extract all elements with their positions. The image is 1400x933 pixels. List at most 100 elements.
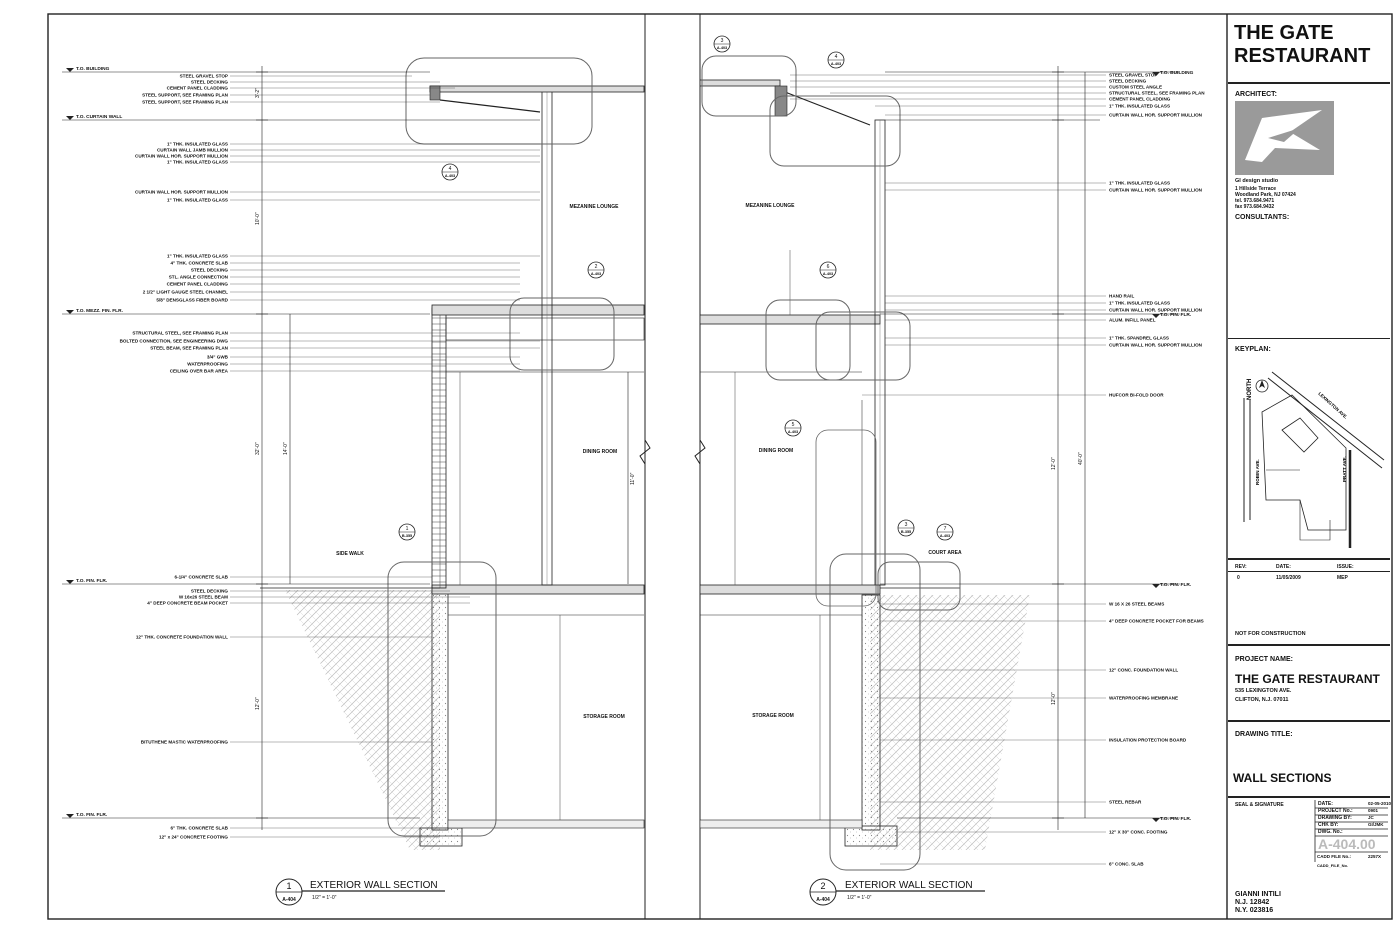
keyplan-street-1: LEXINGTON AVE. — [1317, 391, 1348, 420]
studio-address-1: 1 Hillside Terrace — [1235, 186, 1277, 192]
left-ground-slab — [431, 584, 645, 595]
right-dimension-labels: 40'-0" 12'-0" 12'-0" — [1051, 452, 1084, 705]
keyplan-building — [1281, 417, 1319, 453]
note-right-7: 1" THK. INSULATED GLASS — [1109, 181, 1170, 186]
right-ground-slab — [699, 584, 881, 595]
cadd-file-value: 2257X — [1368, 854, 1382, 859]
detail-tag-ref-3: A-403 — [717, 46, 727, 50]
level-marker-left-3 — [66, 580, 74, 584]
level-marker-right-2 — [1152, 584, 1160, 588]
keyplan-map: NORTH LEXINGTON AVE. ROBIN AVE. PRATT AV… — [1231, 357, 1385, 551]
studio-fax: fax 973.684.9432 — [1235, 204, 1275, 210]
project-title-line-1: THE GATE — [1234, 22, 1334, 44]
note-left-20: STEEL BEAM, SEE FRAMING PLAN — [150, 346, 228, 351]
room-dining-right: DINING ROOM — [759, 448, 793, 454]
signer-name: GIANNI INTILI — [1235, 891, 1281, 898]
cadd-file-sub: CADD_FILE_No. — [1317, 863, 1349, 868]
note-right-18: 12" CONC. FOUNDATION WALL — [1109, 668, 1178, 673]
level-left-3: T.O. FIN. FLR. — [76, 578, 107, 584]
project-name-label: PROJECT NAME: — [1235, 656, 1293, 663]
level-marker-left-1 — [66, 116, 74, 120]
sheet-border — [47, 13, 1393, 920]
keyplan-street-lexington — [1271, 371, 1385, 461]
note-right-2: CUSTOM STEEL ANGLE — [1109, 85, 1162, 90]
room-court: COURT AREA — [928, 550, 962, 556]
room-sidewalk: SIDE WALK — [336, 551, 364, 557]
detail-tag-number-5: 6 — [827, 264, 830, 270]
right-dim-1: 12'-0" — [1051, 457, 1057, 470]
right-detail-bubble-mezz-a — [765, 299, 851, 381]
detail-tag-ref-7: B-355 — [901, 530, 911, 534]
tb-divider — [1228, 82, 1390, 84]
note-right-5: 1" THK. INSULATED GLASS — [1109, 104, 1170, 109]
issue-header: ISSUE: — [1337, 564, 1354, 570]
left-dim-0: 3'-2" — [255, 88, 261, 98]
left-dim-5: 12'-0" — [255, 697, 261, 710]
level-right-3: T.O. FIN. FLR. — [1160, 816, 1191, 822]
callout-right: 2 A-404 EXTERIOR WALL SECTION 1/2" = 1'-… — [809, 878, 985, 906]
level-marker-right-3 — [1152, 818, 1160, 822]
note-right-1: STEEL DECKING — [1109, 79, 1147, 84]
note-left-14: STL. ANGLE CONNECTION — [169, 275, 229, 280]
keyplan-street-lexington-2 — [1267, 377, 1383, 469]
drawing-title: WALL SECTIONS — [1233, 771, 1332, 785]
note-right-22: 12" X 30" CONC. FOOTING — [1109, 830, 1168, 835]
tb-divider — [1228, 796, 1390, 798]
detail-tag-ref-1: A-403 — [591, 272, 601, 276]
project-name: THE GATE RESTAURANT — [1235, 672, 1380, 686]
note-left-26: W 16x26 STEEL BEAM — [179, 595, 228, 600]
left-dim-4: 11'-0" — [630, 472, 636, 485]
note-left-1: STEEL DECKING — [191, 80, 229, 85]
keyplan-frame — [1231, 357, 1383, 551]
tb-divider — [1228, 571, 1390, 572]
note-right-23: 6" CONC. SLAB — [1109, 862, 1144, 867]
level-left-2: T.O. MEZZ. FIN. FLR. — [76, 308, 123, 314]
note-left-29: BITUTHENE MASTIC WATERPROOFING — [141, 740, 229, 745]
not-for-construction: NOT FOR CONSTRUCTION — [1235, 631, 1306, 637]
level-right-1: T.O. FIN. FLR. — [1160, 312, 1191, 318]
level-right-2: T.O. FIN. FLR. — [1160, 582, 1191, 588]
right-roof-canopy — [784, 91, 871, 126]
keyplan-north: NORTH — [1247, 379, 1253, 400]
detail-tag-ref-0: A-403 — [445, 174, 455, 178]
callout-left-number: 1 — [286, 881, 291, 891]
note-left-6: CURTAIN WALL JAMB MULLION — [157, 148, 229, 153]
info-value-2: JC — [1368, 815, 1374, 820]
right-leader-lines — [790, 74, 1106, 865]
right-mezz-slab — [699, 314, 881, 325]
date-header: DATE: — [1276, 564, 1291, 570]
note-right-16: W 16 X 26 STEEL BEAMS — [1109, 602, 1164, 607]
rev-header: REV: — [1235, 564, 1247, 570]
detail-tag-ref-4: A-403 — [831, 62, 841, 66]
note-left-22: WATERPROOFING — [187, 362, 228, 367]
info-value-1: 0901 — [1368, 808, 1379, 813]
note-right-11: CURTAIN WALL HOR. SUPPORT MULLION — [1109, 308, 1203, 313]
keyplan-street-3: PRATT AVE. — [1342, 456, 1347, 482]
keyplan-lot-lines — [1266, 469, 1331, 541]
note-left-12: 4" THK. CONCRETE SLAB — [170, 261, 228, 266]
note-left-16: 2 1/2" LIGHT GAUGE STEEL CHANNEL — [143, 290, 228, 295]
note-left-13: STEEL DECKING — [191, 268, 229, 273]
note-left-11: 1" THK. INSULATED GLASS — [167, 254, 228, 259]
tb-divider — [1228, 644, 1390, 646]
detail-tag-number-3: 3 — [721, 38, 724, 44]
note-left-24: 6-1/4" CONCRETE SLAB — [175, 575, 229, 580]
keyplan-site — [1261, 394, 1347, 531]
note-left-27: 4" DEEP CONCRETE BEAM POCKET — [147, 601, 228, 606]
callout-right-title: EXTERIOR WALL SECTION — [845, 880, 973, 891]
note-left-8: 1" THK. INSULATED GLASS — [167, 160, 228, 165]
room-mezzanine-left: MEZANINE LOUNGE — [570, 204, 620, 210]
architect-label: ARCHITECT: — [1235, 91, 1277, 98]
detail-tag-ref-8: A-403 — [940, 534, 950, 538]
level-marker-right-1 — [1152, 314, 1160, 318]
left-dim-3: 14'-0" — [283, 442, 289, 455]
level-left-1: T.O. CURTAIN WALL — [76, 114, 122, 120]
detail-tag-number-4: 4 — [835, 54, 838, 60]
note-right-8: CURTAIN WALL HOR. SUPPORT MULLION — [1109, 188, 1203, 193]
seal-label: SEAL & SIGNATURE — [1235, 802, 1284, 808]
left-mezz-slab — [431, 304, 645, 316]
left-dimension-labels: 3'-2" 10'-0" 32'-0" 14'-0" 11'-0" 12'-0" — [255, 88, 636, 710]
